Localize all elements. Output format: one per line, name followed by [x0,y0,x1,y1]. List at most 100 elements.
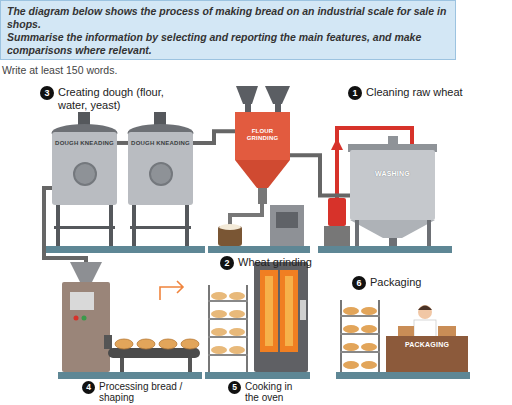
kneader-frame [78,112,90,126]
oven-rack [211,346,227,354]
floor-strip [208,246,310,253]
kneader-frame [56,205,60,246]
pipe-connector [290,155,350,195]
kneader-frame [154,112,166,126]
oven-rack [208,285,210,372]
step-label: Packaging [370,276,450,289]
packaging-rack [340,315,380,317]
packaging-rack [361,361,377,369]
grinder-frame [245,104,251,112]
floor-strip [205,372,310,379]
oven-rack [229,310,245,318]
grinder-frame [265,86,290,104]
packaging-rack [361,343,377,351]
conveyor-belt [181,339,199,349]
grinder-frame [230,86,304,246]
packaging-rack [361,325,377,333]
kneading-tank: DOUGH KNEADING [128,132,193,205]
worker [418,306,432,311]
callout-number: 3 [40,86,54,100]
packaging-rack [343,307,359,315]
machine-label: PACKAGING [386,341,468,349]
packaging-counter: PACKAGING [386,336,468,372]
packaging-rack [340,351,380,353]
oven-rack [229,292,245,300]
oven [300,300,306,320]
packaging-rack [343,325,359,333]
machine-label: DOUGH KNEADING [128,140,193,147]
packaging-rack [343,343,359,351]
oven-rack [229,328,245,336]
flour-sack [218,224,242,246]
washer-frame [427,220,431,246]
step-label: Processing bread / shaping [99,381,185,403]
flour-sack [219,224,241,230]
shaping-machine [74,316,79,321]
grinder-frame [275,104,281,112]
washer-frame [388,136,398,144]
task-prompt-box: The diagram below shows the process of m… [0,0,456,60]
kneader-frame [54,226,115,229]
oven [285,276,293,346]
step-label: Creating dough (flour, water, yeast) [58,86,170,112]
machine-label: DOUGH KNEADING [52,140,117,147]
packaging-rack [361,307,377,315]
oven-rack [211,310,227,318]
prompt-text: The diagram below shows the process of m… [7,5,449,31]
shaping-machine [62,282,110,372]
worker [414,320,436,337]
oven-rack [211,328,227,336]
packaging-rack [340,333,380,335]
machine-label: FLOUR GRINDING [235,128,290,142]
floor-strip [336,372,470,379]
kneader-frame [109,205,113,246]
oven-rack [246,285,248,372]
grinder-frame [258,188,267,204]
worker [418,305,432,319]
grinder-frame [235,160,290,188]
oven [280,270,298,352]
grinder-frame [236,86,258,104]
conveyor-belt [120,356,124,372]
washer-frame [389,238,397,246]
flow-arrow [160,281,183,300]
callout-number: 4 [82,381,95,394]
pipe-connector [193,131,235,143]
packaging-rack [343,361,359,369]
prompt-text: Summarise the information by selecting a… [7,31,449,57]
pipe-connector [117,141,128,145]
worker [398,305,456,337]
machine-label: WASHING [350,170,435,178]
floor-strip [45,246,205,253]
conveyor-belt [108,348,200,358]
oven-rack [208,300,248,302]
step-heading: 1Cleaning raw wheat [348,86,478,100]
step-label: Wheat grinding [238,256,330,269]
conveyor-belt [108,339,200,372]
oven [265,276,273,346]
shaping-machine [70,292,94,310]
instruction-note: Write at least 150 words. [2,64,117,77]
conveyor-belt [115,339,133,349]
oven-rack [208,318,248,320]
water-pump [324,226,350,246]
callout-number: 5 [228,381,241,394]
step-heading: 6Packaging [352,276,452,290]
oven-rack [229,346,245,354]
callout-number: 1 [348,86,362,100]
grinder-frame [276,212,298,228]
oven-rack [208,336,248,338]
packaging-rack [340,300,380,372]
grinder-frame [270,205,304,246]
kneader-frame [132,205,136,246]
grinding-hopper: FLOUR GRINDING [235,112,290,160]
oven [254,262,308,372]
shaping-machine [82,316,87,321]
water-pump [328,198,346,226]
packaging-rack [340,300,342,372]
floor-strip [58,372,202,379]
step-heading: 3 Creating dough (flour, water, yeast) [40,86,180,112]
kneader-frame [52,112,194,246]
washer-frame [355,220,359,246]
